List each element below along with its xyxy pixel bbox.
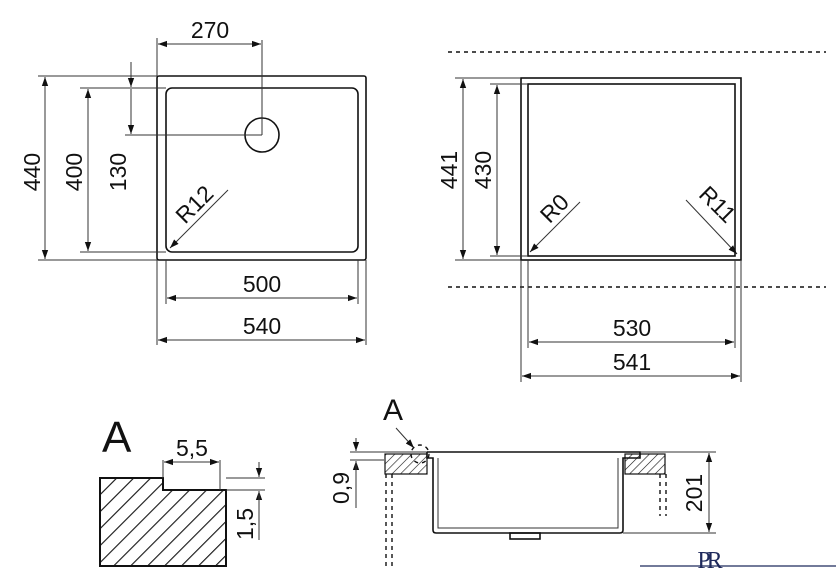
dim-430: 430	[470, 151, 496, 189]
dim-540: 540	[243, 313, 281, 339]
dim-541: 541	[613, 349, 651, 375]
top-right-view: 441 430 R0 R11 530 541	[436, 51, 826, 382]
dim-270: 270	[191, 17, 229, 43]
countertop-right	[624, 453, 666, 475]
section-view: A 0,9 201	[328, 394, 716, 566]
dim-r12: R12	[170, 180, 218, 228]
dim-500: 500	[243, 271, 281, 297]
detail-a-marker: A	[383, 394, 403, 427]
detail-a-label: A	[102, 413, 132, 462]
dim-130: 130	[105, 153, 131, 191]
detail-a-view: A 5,5 1,5	[99, 413, 265, 567]
dim-5-5: 5,5	[176, 435, 208, 461]
dim-440: 440	[19, 153, 45, 191]
dim-441: 441	[436, 151, 462, 189]
dim-530: 530	[613, 315, 651, 341]
dim-1-5: 1,5	[232, 508, 258, 540]
top-left-view: 270 440 400 130 R12 500 540	[19, 17, 367, 345]
detail-a-circle	[410, 444, 430, 464]
sink-bowl	[426, 452, 625, 534]
dim-r0: R0	[535, 189, 574, 228]
logo-text: PR	[697, 548, 722, 574]
dim-201: 201	[681, 474, 707, 512]
sink-outer-outline-right	[520, 77, 742, 261]
brand-logo: PR	[640, 548, 836, 574]
dim-r11: R11	[694, 181, 741, 228]
countertop-left	[384, 453, 428, 475]
dim-400: 400	[61, 153, 87, 191]
dim-0-9: 0,9	[328, 472, 354, 504]
sink-inner-outline-right	[527, 83, 736, 257]
drain-outlet	[509, 532, 541, 540]
detail-a-section	[99, 477, 227, 567]
